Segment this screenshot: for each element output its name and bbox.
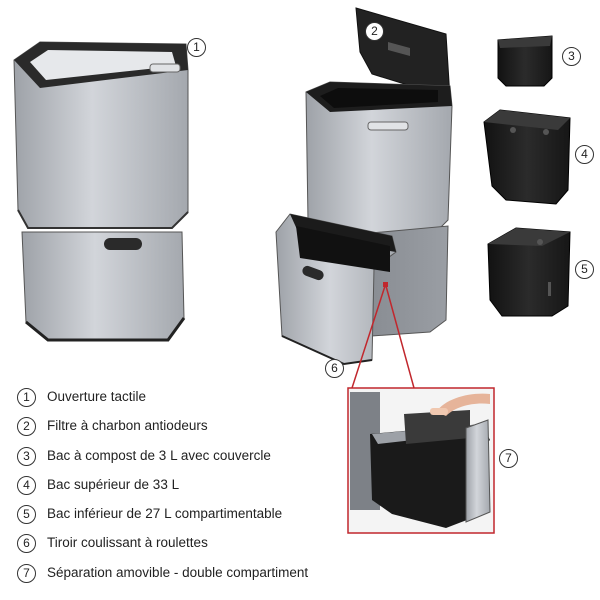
legend-number-badge: 3 <box>17 446 36 466</box>
callout-7-badge: 7 <box>499 449 518 468</box>
legend-text: Filtre à charbon antiodeurs <box>47 418 208 434</box>
legend-item: 3 Bac à compost de 3 L avec couvercle <box>17 445 347 474</box>
legend-number-badge: 6 <box>17 534 36 554</box>
callout-2-badge: 2 <box>365 22 384 41</box>
legend-item: 1 Ouverture tactile <box>17 386 347 415</box>
legend-text: Tiroir coulissant à roulettes <box>47 535 208 551</box>
detail-inset <box>347 387 495 534</box>
compost-bin <box>497 35 553 87</box>
lower-bin <box>487 227 571 317</box>
callout-5-badge: 5 <box>575 260 594 279</box>
callout-1-badge: 1 <box>187 38 206 57</box>
legend-text: Bac inférieur de 27 L compartimentable <box>47 506 283 522</box>
open-bin <box>275 7 453 366</box>
callout-3-badge: 3 <box>562 47 581 66</box>
callout-6-badge: 6 <box>325 359 344 378</box>
feature-legend: 1 Ouverture tactile 2 Filtre à charbon a… <box>17 386 347 591</box>
legend-item: 4 Bac supérieur de 33 L <box>17 474 347 503</box>
legend-item: 6 Tiroir coulissant à roulettes <box>17 532 347 561</box>
legend-number-badge: 1 <box>17 388 36 407</box>
legend-text: Bac à compost de 3 L avec couvercle <box>47 447 271 463</box>
legend-text: Séparation amovible - double compartimen… <box>47 564 309 580</box>
legend-item: 7 Séparation amovible - double compartim… <box>17 562 347 591</box>
legend-number-badge: 2 <box>17 417 36 437</box>
legend-item: 2 Filtre à charbon antiodeurs <box>17 415 347 444</box>
legend-number-badge: 4 <box>17 475 36 495</box>
callout-4-badge: 4 <box>575 145 594 164</box>
legend-number-badge: 7 <box>17 563 36 583</box>
legend-text: Bac supérieur de 33 L <box>47 476 180 492</box>
legend-text: Ouverture tactile <box>47 389 147 404</box>
detail-connector <box>351 282 415 389</box>
upper-bin <box>483 109 571 205</box>
legend-number-badge: 5 <box>17 505 36 525</box>
closed-bin <box>13 41 189 342</box>
legend-item: 5 Bac inférieur de 27 L compartimentable <box>17 503 347 532</box>
